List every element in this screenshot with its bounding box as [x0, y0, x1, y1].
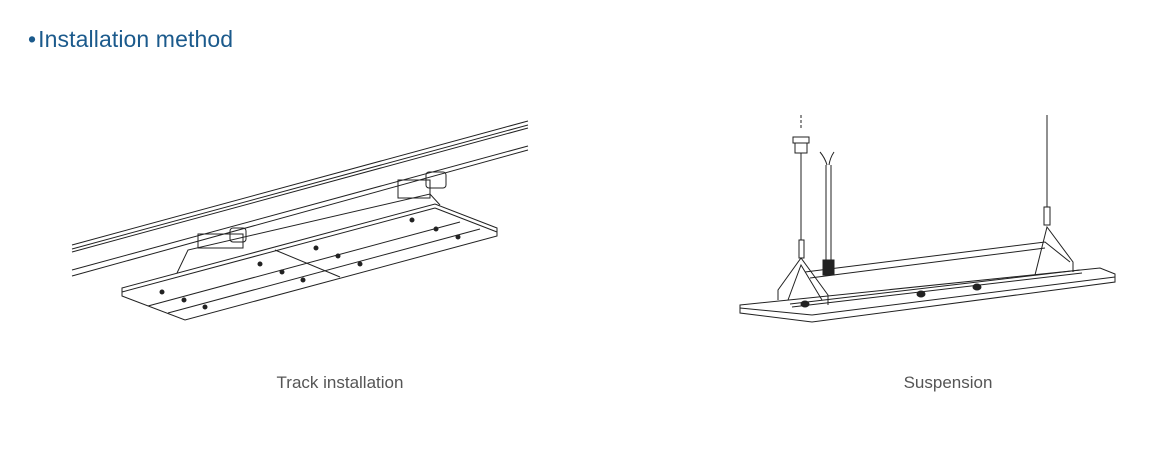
track-installation-figure: [60, 110, 540, 330]
section-title: •Installation method: [28, 26, 233, 53]
suspended-luminaire-icon: [730, 110, 1130, 330]
title-text: Installation method: [38, 26, 234, 52]
suspension-caption: Suspension: [903, 373, 993, 392]
title-bullet: •: [28, 26, 37, 52]
track-installation-caption: Track installation: [276, 373, 404, 392]
track-mounted-luminaire-icon: [60, 110, 540, 330]
suspension-figure: [730, 110, 1130, 330]
